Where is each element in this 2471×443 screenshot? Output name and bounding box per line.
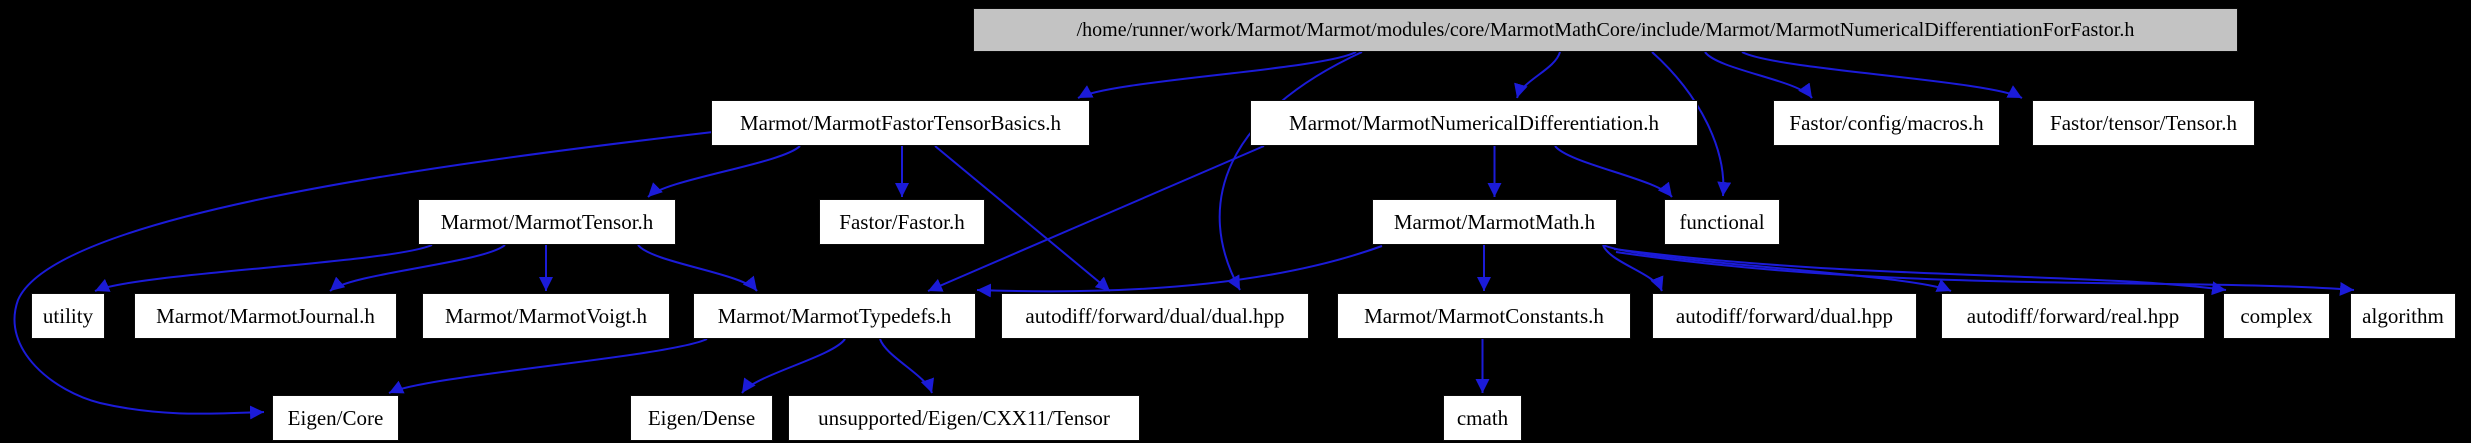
graph-node-fastorbasics[interactable]: Marmot/MarmotFastorTensorBasics.h xyxy=(711,100,1090,146)
edge-marmottensor-to-typedefs xyxy=(637,244,758,292)
edge-math-to-algorithm xyxy=(1615,251,2355,296)
edge-fastorbasics-to-dualdual xyxy=(934,145,1111,292)
edge-math-to-dual xyxy=(1602,244,1664,292)
edge-math-to-real xyxy=(1602,244,1952,292)
edge-typedefs-to-eigencore xyxy=(388,338,708,394)
graph-node-voigt[interactable]: Marmot/MarmotVoigt.h xyxy=(422,293,670,339)
graph-node-complexn[interactable]: complex xyxy=(2223,293,2330,339)
graph-node-real[interactable]: autodiff/forward/real.hpp xyxy=(1941,293,2205,339)
edge-marmottensor-to-journal xyxy=(329,244,506,292)
graph-node-algorithm[interactable]: algorithm xyxy=(2350,293,2456,339)
edge-root-to-numdiff xyxy=(1514,51,1561,99)
graph-node-utility[interactable]: utility xyxy=(31,293,105,339)
edge-numdiff-to-typedefs xyxy=(927,145,1265,292)
graph-node-eigendense[interactable]: Eigen/Dense xyxy=(630,395,773,441)
edge-typedefs-to-eigendense xyxy=(741,338,846,394)
edge-root-to-fastorbasics xyxy=(1077,51,1357,99)
graph-node-functional[interactable]: functional xyxy=(1664,199,1780,245)
edge-root-to-dualdual xyxy=(1218,51,1363,291)
edge-math-to-typedefs xyxy=(976,245,1383,298)
graph-node-typedefs[interactable]: Marmot/MarmotTypedefs.h xyxy=(693,293,976,339)
edge-fastorbasics-to-marmottensor xyxy=(647,145,801,198)
graph-node-macros[interactable]: Fastor/config/macros.h xyxy=(1773,100,2000,146)
graph-node-marmottensor[interactable]: Marmot/MarmotTensor.h xyxy=(418,199,676,245)
edge-root-to-macros xyxy=(1704,51,1813,99)
edge-root-to-functional xyxy=(1651,51,1732,197)
edge-typedefs-to-unsupported xyxy=(879,338,935,394)
edge-marmottensor-to-utility xyxy=(94,244,433,292)
graph-node-eigencore[interactable]: Eigen/Core xyxy=(272,395,399,441)
graph-node-root: /home/runner/work/Marmot/Marmot/modules/… xyxy=(973,8,2238,52)
edge-root-to-tensorh xyxy=(1741,51,2023,99)
edge-numdiff-to-functional xyxy=(1554,145,1673,198)
graph-node-constants[interactable]: Marmot/MarmotConstants.h xyxy=(1337,293,1631,339)
graph-node-tensorh[interactable]: Fastor/tensor/Tensor.h xyxy=(2032,100,2255,146)
edge-fastorbasics-to-eigencore xyxy=(13,131,714,420)
graph-node-cmath[interactable]: cmath xyxy=(1443,395,1522,441)
graph-node-unsupported[interactable]: unsupported/Eigen/CXX11/Tensor xyxy=(788,395,1140,441)
graph-node-dualdual[interactable]: autodiff/forward/dual/dual.hpp xyxy=(1001,293,1309,339)
graph-node-math[interactable]: Marmot/MarmotMath.h xyxy=(1372,199,1617,245)
graph-node-fastor[interactable]: Fastor/Fastor.h xyxy=(819,199,985,245)
graph-node-journal[interactable]: Marmot/MarmotJournal.h xyxy=(134,293,397,339)
graph-node-numdiff[interactable]: Marmot/MarmotNumericalDifferentiation.h xyxy=(1250,100,1698,146)
graph-node-dual[interactable]: autodiff/forward/dual.hpp xyxy=(1652,293,1917,339)
